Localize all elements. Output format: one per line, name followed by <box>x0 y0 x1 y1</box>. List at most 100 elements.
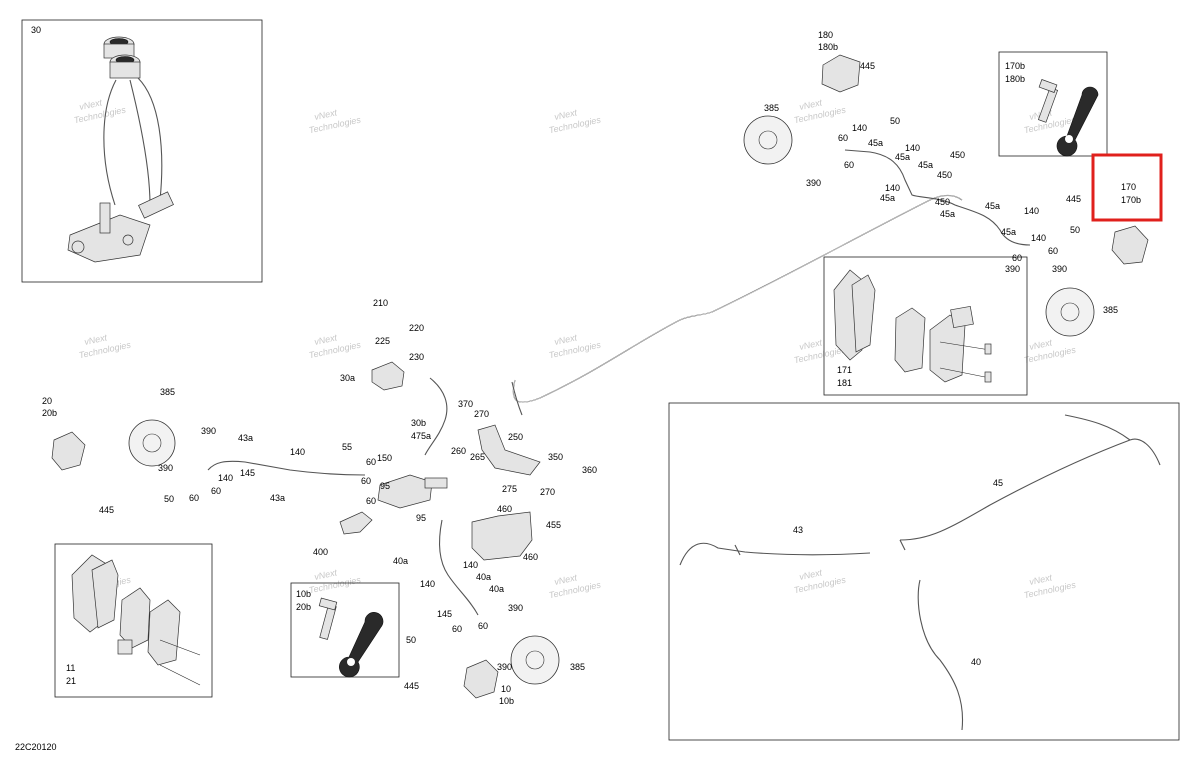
callout: 60 <box>838 133 848 143</box>
callout: 45a <box>940 209 955 219</box>
callout: 40 <box>971 657 981 667</box>
svg-text:vNext: vNext <box>313 332 338 347</box>
callout: 385 <box>160 387 175 397</box>
callout: 20 <box>42 396 52 406</box>
highlight-label-170b: 170b <box>1121 195 1141 205</box>
callout: 95 <box>416 513 426 523</box>
inset-label-front-pads-2: 181 <box>837 378 852 388</box>
callout: 350 <box>548 452 563 462</box>
bracket-400 <box>339 511 373 535</box>
rear-pads-drawing <box>71 554 201 686</box>
caliper-left <box>51 431 86 471</box>
callout: 370 <box>458 399 473 409</box>
callout: 60 <box>366 457 376 467</box>
callout: 40a <box>393 556 408 566</box>
svg-text:vNext: vNext <box>313 107 338 122</box>
callout: 140 <box>290 447 305 457</box>
svg-text:vNext: vNext <box>83 332 108 347</box>
callout: 385 <box>1103 305 1118 315</box>
callout: 45a <box>895 152 910 162</box>
inset-master-cylinder-frame <box>21 19 263 283</box>
callout: 55 <box>342 442 352 452</box>
caliper-bottom <box>463 659 499 699</box>
callout: 50 <box>406 635 416 645</box>
callout: 445 <box>860 61 875 71</box>
inset-label-bleeder-top-2: 180b <box>1005 74 1025 84</box>
callout: 445 <box>99 505 114 515</box>
callout: 390 <box>508 603 523 613</box>
callout: 230 <box>409 352 424 362</box>
callout: 390 <box>806 178 821 188</box>
master-cylinder-assembly <box>371 361 448 509</box>
inset-label-rear-pads-2: 21 <box>66 676 76 686</box>
callout: 60 <box>452 624 462 634</box>
callout: 390 <box>1005 264 1020 274</box>
callout: 60 <box>844 160 854 170</box>
callout: 460 <box>523 552 538 562</box>
callout: 40a <box>476 572 491 582</box>
inset-bleeder-bottom-frame <box>290 582 400 678</box>
callout: 95 <box>380 481 390 491</box>
callout: 140 <box>463 560 478 570</box>
callout: 50 <box>164 494 174 504</box>
callout: 385 <box>570 662 585 672</box>
callout: 445 <box>404 681 419 691</box>
harness-drawing <box>679 414 1161 731</box>
callout: 45a <box>918 160 933 170</box>
callout: 140 <box>218 473 233 483</box>
callout: 270 <box>540 487 555 497</box>
callout: 45a <box>868 138 883 148</box>
inset-label-bleeder-bottom-2: 20b <box>296 602 311 612</box>
callout: 60 <box>361 476 371 486</box>
callout: 360 <box>582 465 597 475</box>
bleeder-bottom-drawing <box>318 597 384 678</box>
callout: 180b <box>818 42 838 52</box>
svg-text:vNext: vNext <box>553 107 578 122</box>
inset-label-rear-pads-1: 11 <box>66 663 75 673</box>
callout: 45a <box>1001 227 1016 237</box>
callout: 45 <box>993 478 1003 488</box>
svg-text:vNext: vNext <box>798 97 823 112</box>
callout: 210 <box>373 298 388 308</box>
rotor-right <box>1045 287 1095 337</box>
inset-label-bleeder-top-1: 170b <box>1005 61 1025 71</box>
callout: 390 <box>497 662 512 672</box>
rotor-top <box>743 115 793 165</box>
svg-text:vNext: vNext <box>798 567 823 582</box>
inset-label-front-pads-1: 171 <box>837 365 852 375</box>
callout: 450 <box>950 150 965 160</box>
caliper-right <box>1111 225 1149 265</box>
inset-bleeder-top-frame <box>998 51 1108 157</box>
callout: 390 <box>1052 264 1067 274</box>
callout: 60 <box>211 486 221 496</box>
callout: 150 <box>377 453 392 463</box>
pedal-assembly <box>477 424 541 476</box>
svg-text:vNext: vNext <box>313 567 338 582</box>
callout: 145 <box>240 468 255 478</box>
callout: 455 <box>546 520 561 530</box>
svg-text:vNext: vNext <box>1028 572 1053 587</box>
callout: 60 <box>189 493 199 503</box>
callout-labels: 180 180b 445 385 50 140 60 45a 45a 140 6… <box>42 30 1118 706</box>
highlight-box <box>1091 153 1163 222</box>
callout: 10b <box>499 696 514 706</box>
inset-rear-pads-frame <box>54 543 213 698</box>
callout: 225 <box>375 336 390 346</box>
bleeder-top-drawing <box>1037 79 1099 157</box>
callout: 475a <box>411 431 431 441</box>
callout: 140 <box>905 143 920 153</box>
callout: 460 <box>497 504 512 514</box>
svg-text:vNext: vNext <box>553 572 578 587</box>
rotor-bottom <box>510 635 560 685</box>
inset-harness-frame <box>668 402 1180 741</box>
svg-text:vNext: vNext <box>1028 337 1053 352</box>
highlight-label-170: 170 <box>1121 182 1136 192</box>
